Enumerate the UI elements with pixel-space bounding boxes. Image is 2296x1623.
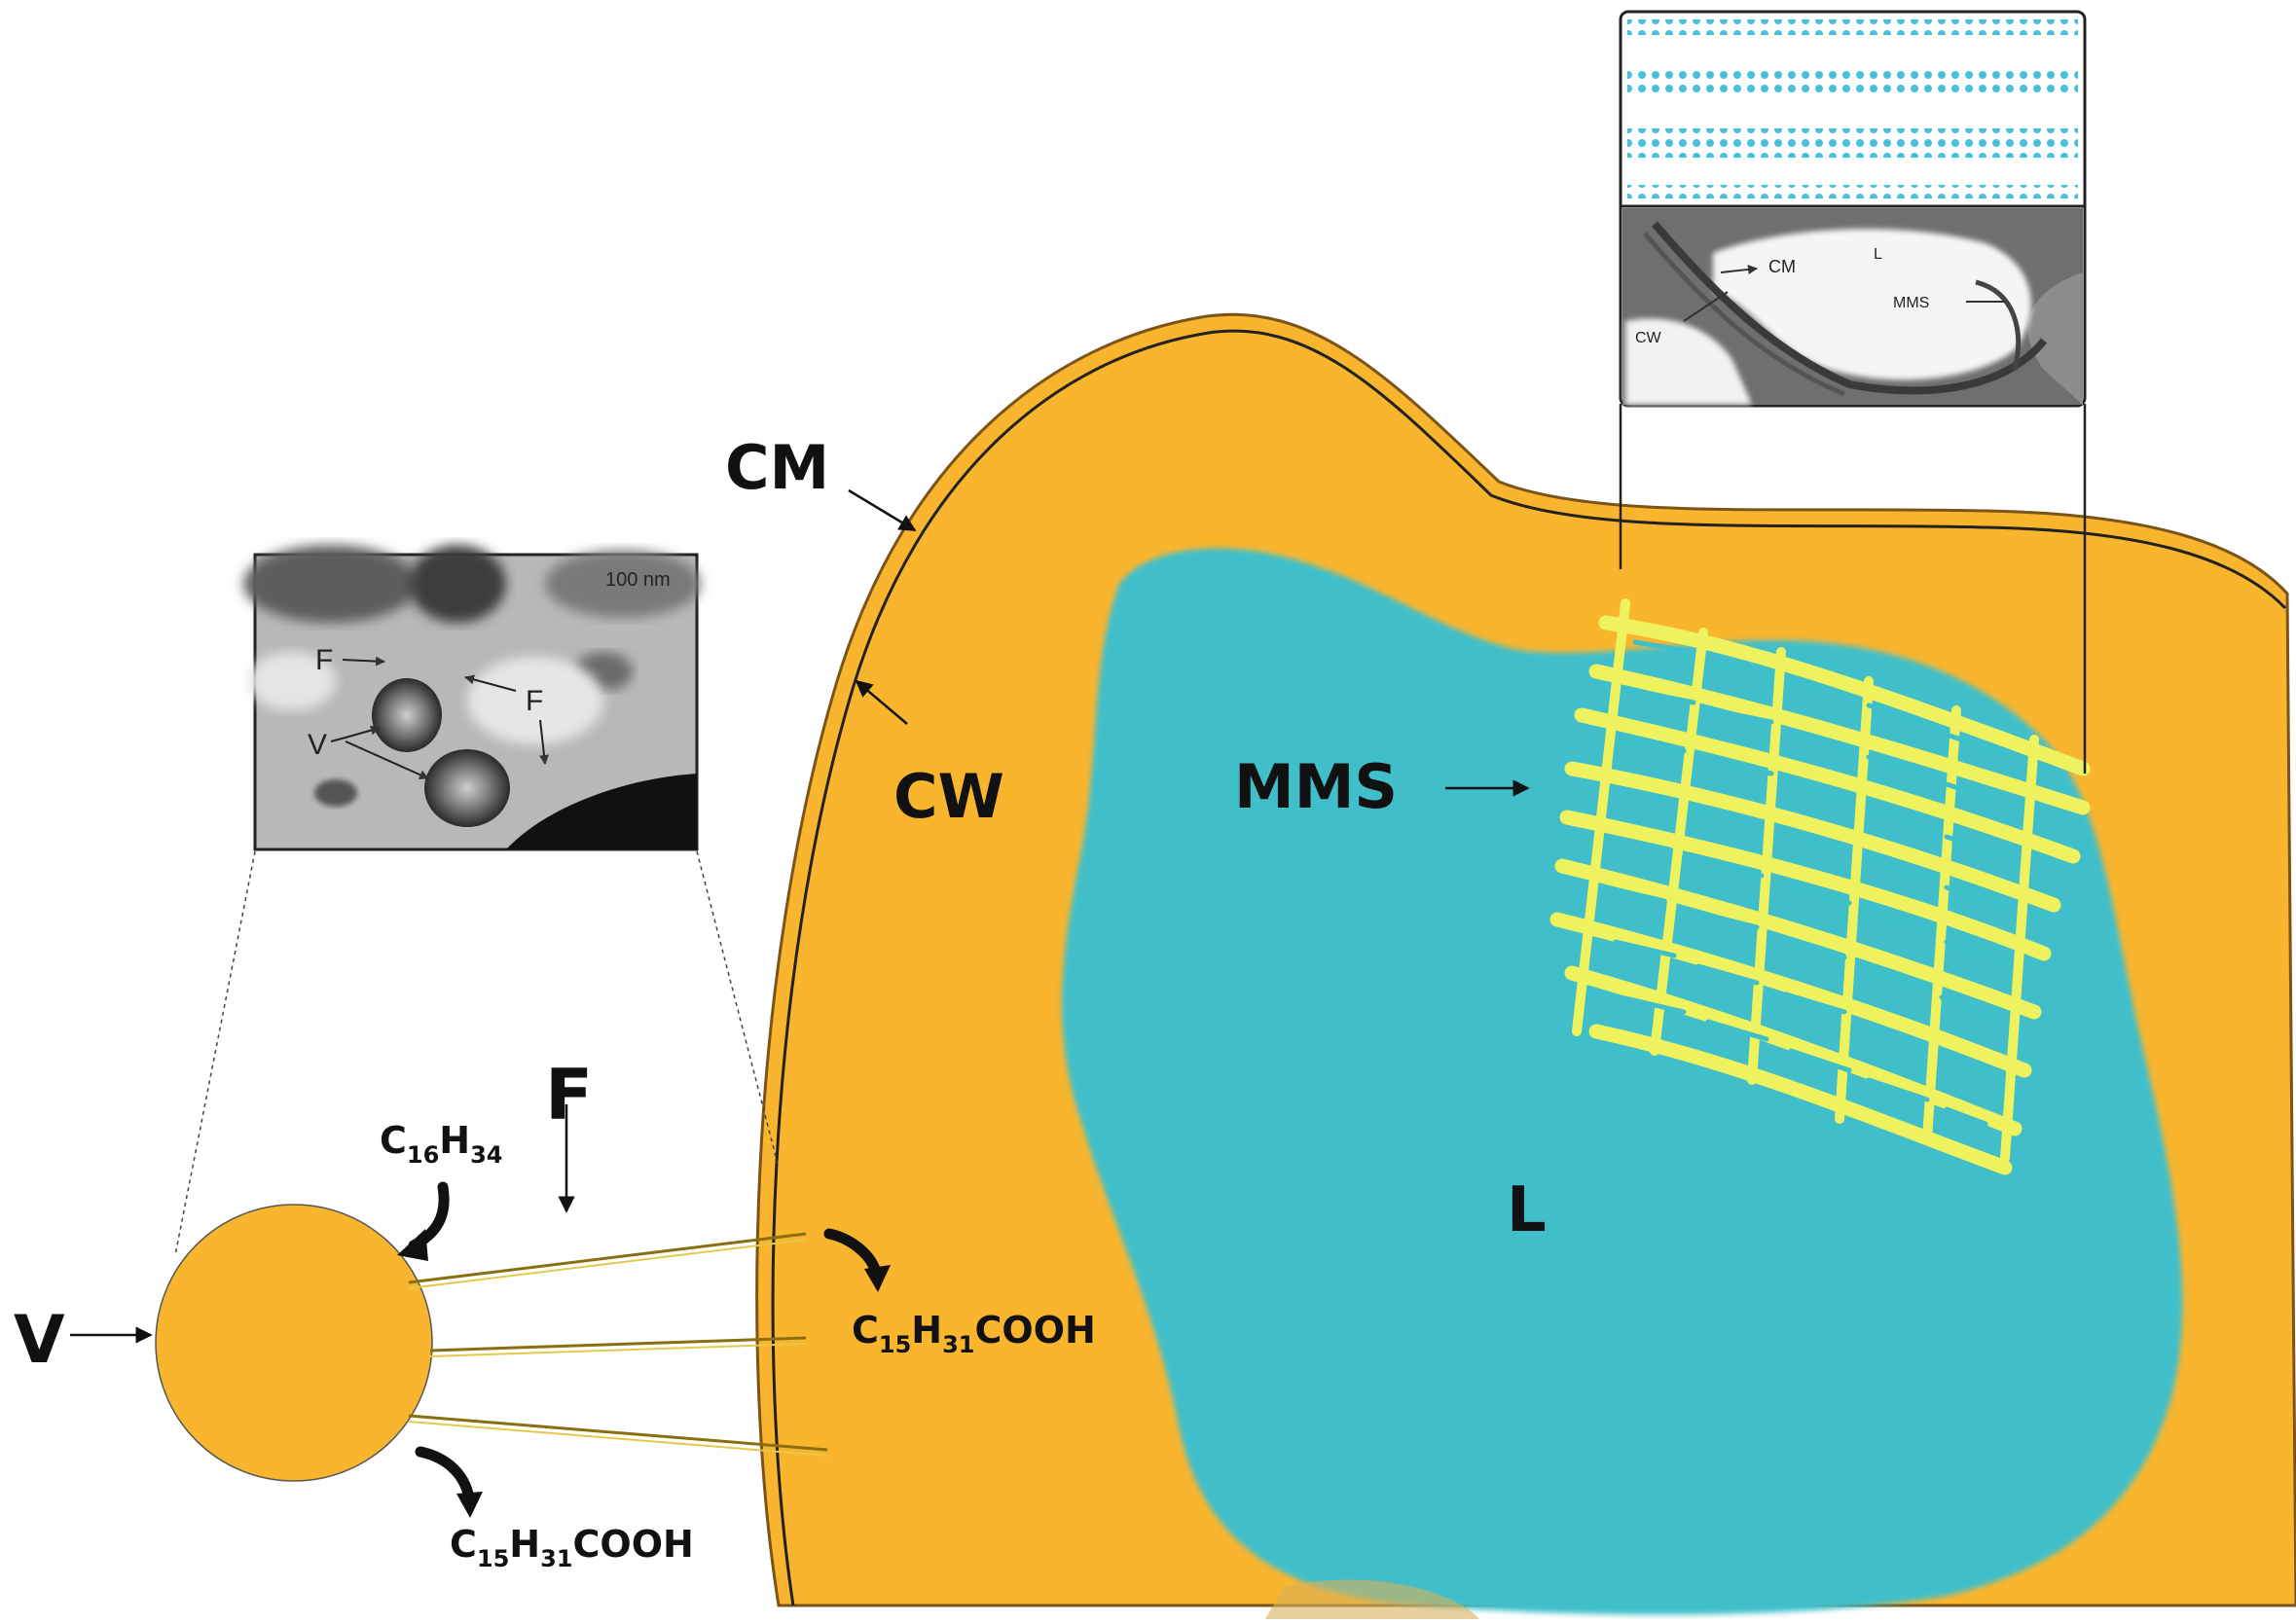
vesicle (155, 1204, 433, 1482)
left-micrograph: 100 nm F F V (243, 545, 701, 851)
label-lumen: L (1507, 1174, 1547, 1246)
palmitic-right-c-sub: 15 (879, 1331, 911, 1358)
palmitic-bottom-h: H (509, 1523, 540, 1566)
lumen-shape (1062, 548, 2183, 1615)
mms-mesh (1549, 598, 2091, 1175)
fibrils (408, 1232, 828, 1457)
palmitic-right-c: C (852, 1309, 879, 1352)
cell-membrane-line (771, 329, 2287, 1606)
label-fibril: F (545, 1054, 593, 1136)
palmitic-right-h: H (911, 1309, 942, 1352)
hexadecane-h: H (439, 1119, 470, 1162)
formula-hexadecane: C16H34 (380, 1119, 503, 1169)
formula-palmitic-bottom: C15H31COOH (450, 1523, 694, 1572)
micro-top-l: L (1874, 246, 1882, 263)
palmitic-bottom-h-sub: 31 (540, 1545, 572, 1572)
svg-text:C15H31COOH: C15H31COOH (450, 1523, 694, 1572)
label-mms: MMS (1234, 751, 1398, 822)
palmitic-bottom-tail: COOH (573, 1523, 694, 1566)
hexadecane-c-sub: 16 (407, 1141, 439, 1169)
label-cm: CM (725, 432, 829, 503)
svg-text:C16H34: C16H34 (380, 1119, 503, 1169)
left-micro-f2: F (526, 685, 543, 717)
curved-arrow-heads (397, 1229, 891, 1518)
formula-palmitic-right: C15H31COOH (852, 1309, 1096, 1358)
hexadecane-h-sub: 34 (470, 1141, 502, 1169)
left-micro-v: V (308, 729, 327, 761)
zoom-lines-top (1619, 404, 2087, 774)
lumen-region (1062, 548, 2183, 1619)
left-micro-scale: 100 nm (605, 569, 671, 591)
micrograph-top: CM L MMS CW (1622, 208, 2083, 405)
micro-top-cm: CM (1768, 257, 1796, 276)
palmitic-bottom-c: C (450, 1523, 477, 1566)
palmitic-bottom-c-sub: 15 (477, 1545, 509, 1572)
label-cw: CW (893, 761, 1004, 832)
label-vesicle: V (14, 1302, 65, 1379)
top-inset: CM L MMS CW (1619, 10, 2087, 408)
hexadecane-c: C (380, 1119, 407, 1162)
pointer-arrows (70, 488, 1530, 1344)
main-labels: CM CW MMS L V F (14, 432, 1547, 1379)
micro-top-cw: CW (1635, 330, 1662, 346)
lamellae-dots (1627, 19, 2078, 198)
svg-text:C15H31COOH: C15H31COOH (852, 1309, 1096, 1358)
zoom-lines-left (174, 850, 780, 1256)
palmitic-right-tail: COOH (975, 1309, 1096, 1352)
palmitic-right-h-sub: 31 (942, 1331, 974, 1358)
left-micro-f1: F (315, 644, 333, 676)
micro-top-mms: MMS (1893, 295, 1929, 311)
